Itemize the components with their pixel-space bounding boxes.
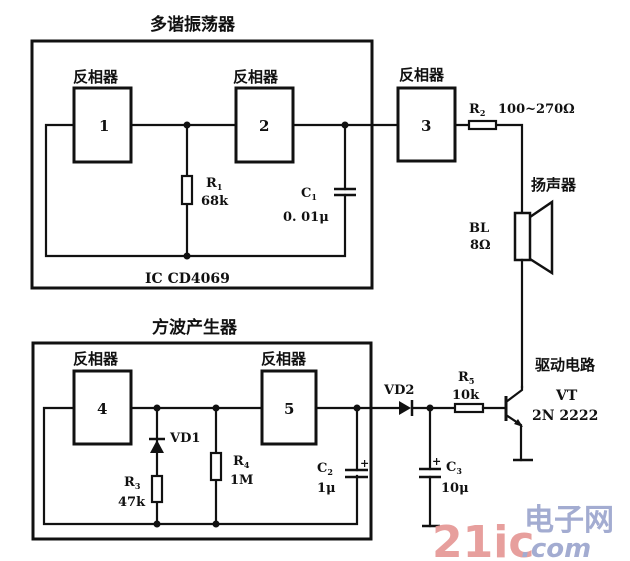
c2-value: 1μ [317,481,336,496]
speaker-body [513,211,532,262]
transistor-collector [504,385,524,404]
square-wave-title: 方波产生器 [152,317,238,338]
watermark-com: .com [521,534,591,561]
multivibrator-frame [30,39,374,290]
c1-name: C1 [301,186,317,202]
watermark-logo: 21ic 电子网 .com [432,503,614,561]
resistor-r3 [150,474,164,504]
inverter-2-label: 反相器 [233,68,279,86]
square-wave-frame [31,341,373,541]
c2-polarity: + [360,457,369,470]
feedback-wire-bottom [42,406,359,526]
ic-label: IC CD4069 [145,271,230,287]
inverter-4-label: 反相器 [73,350,119,368]
watermark-cn: 电子网 [524,503,614,538]
inverter-4-number: 4 [97,400,107,418]
wire-r2-speaker [453,123,524,215]
r5-value: 10k [452,388,480,403]
vt-name: VT [555,388,578,404]
inverter-2 [234,86,295,164]
r4-name: R4 [233,454,250,470]
junction [183,252,191,260]
vt-value: 2N 2222 [532,408,598,424]
inverter-3-number: 3 [421,117,431,135]
c3-name: C3 [446,460,462,476]
vd1-label: VD1 [169,431,200,446]
resistor-r5 [453,402,485,414]
c3-value: 10μ [441,481,469,496]
speaker-icon [529,199,554,276]
inverter-5-number: 5 [284,400,294,418]
diode-vd1-icon [150,440,164,453]
r5-name: R5 [458,370,474,386]
r2-value: 100~270Ω [498,102,575,117]
c3-polarity: + [432,455,441,468]
watermark-21ic: 21ic [432,517,534,561]
r4-value: 1M [230,473,253,488]
inverter-1-label: 反相器 [73,68,119,86]
driver-title: 驱动电路 [535,356,596,374]
r1-name: R1 [206,176,222,192]
inverter-1-number: 1 [99,117,109,135]
speaker-title: 扬声器 [531,176,577,194]
r3-name: R3 [124,475,141,491]
feedback-wire-top [44,123,347,258]
c1-value: 0. 01μ [283,210,329,225]
multivibrator-title: 多谐振荡器 [150,14,236,35]
vd2-label: VD2 [383,383,414,398]
inverter-4 [72,369,133,446]
inverter-5 [260,369,318,446]
junction [183,121,191,129]
r1-value: 68k [201,194,229,209]
inverter-3-label: 反相器 [399,66,445,84]
transistor-arrow-icon [514,419,523,427]
r2-name: R2 [469,102,485,118]
bl-name: BL [469,221,489,236]
resistor-r4 [209,451,223,482]
inverter-2-number: 2 [259,117,269,135]
r3-value: 47k [118,495,146,510]
resistor-r1 [180,174,194,206]
bl-value: 8Ω [470,238,491,253]
inverter-5-label: 反相器 [261,350,307,368]
resistor-r2 [467,119,498,131]
diode-vd2-icon [399,401,411,415]
c2-name: C2 [317,461,333,477]
